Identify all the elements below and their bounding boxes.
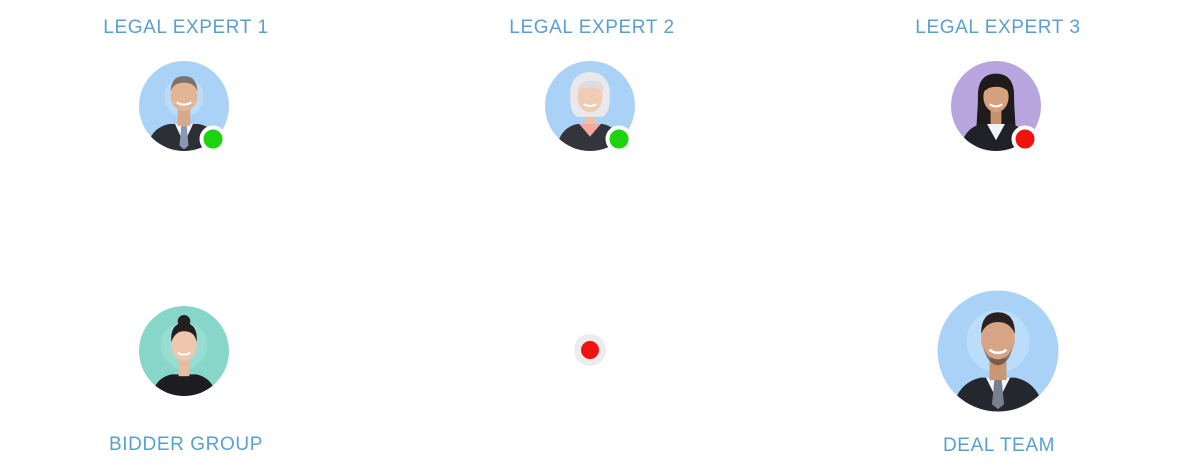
center-status-indicator	[574, 334, 606, 366]
participant-label-legal-expert-1: LEGAL EXPERT 1	[103, 17, 269, 38]
status-dot-legal-expert-2	[605, 125, 633, 153]
male-professional-avatar-icon	[937, 290, 1059, 412]
participant-label-legal-expert-2: LEGAL EXPERT 2	[509, 17, 675, 38]
participant-label-legal-expert-3: LEGAL EXPERT 3	[915, 17, 1081, 38]
avatar-deal-team[interactable]	[937, 290, 1059, 412]
avatar-legal-expert-2[interactable]	[545, 61, 635, 151]
senior-female-avatar-icon	[545, 61, 635, 151]
status-dot-legal-expert-3	[1011, 125, 1039, 153]
participant-label-bidder-group: BIDDER GROUP	[109, 434, 263, 455]
female-avatar-icon	[139, 306, 229, 396]
status-dot-legal-expert-1	[199, 125, 227, 153]
avatar-legal-expert-3[interactable]	[951, 61, 1041, 151]
avatar-bidder-group[interactable]	[139, 306, 229, 396]
female-professional-avatar-icon	[951, 61, 1041, 151]
participant-label-deal-team: DEAL TEAM	[942, 435, 1056, 456]
